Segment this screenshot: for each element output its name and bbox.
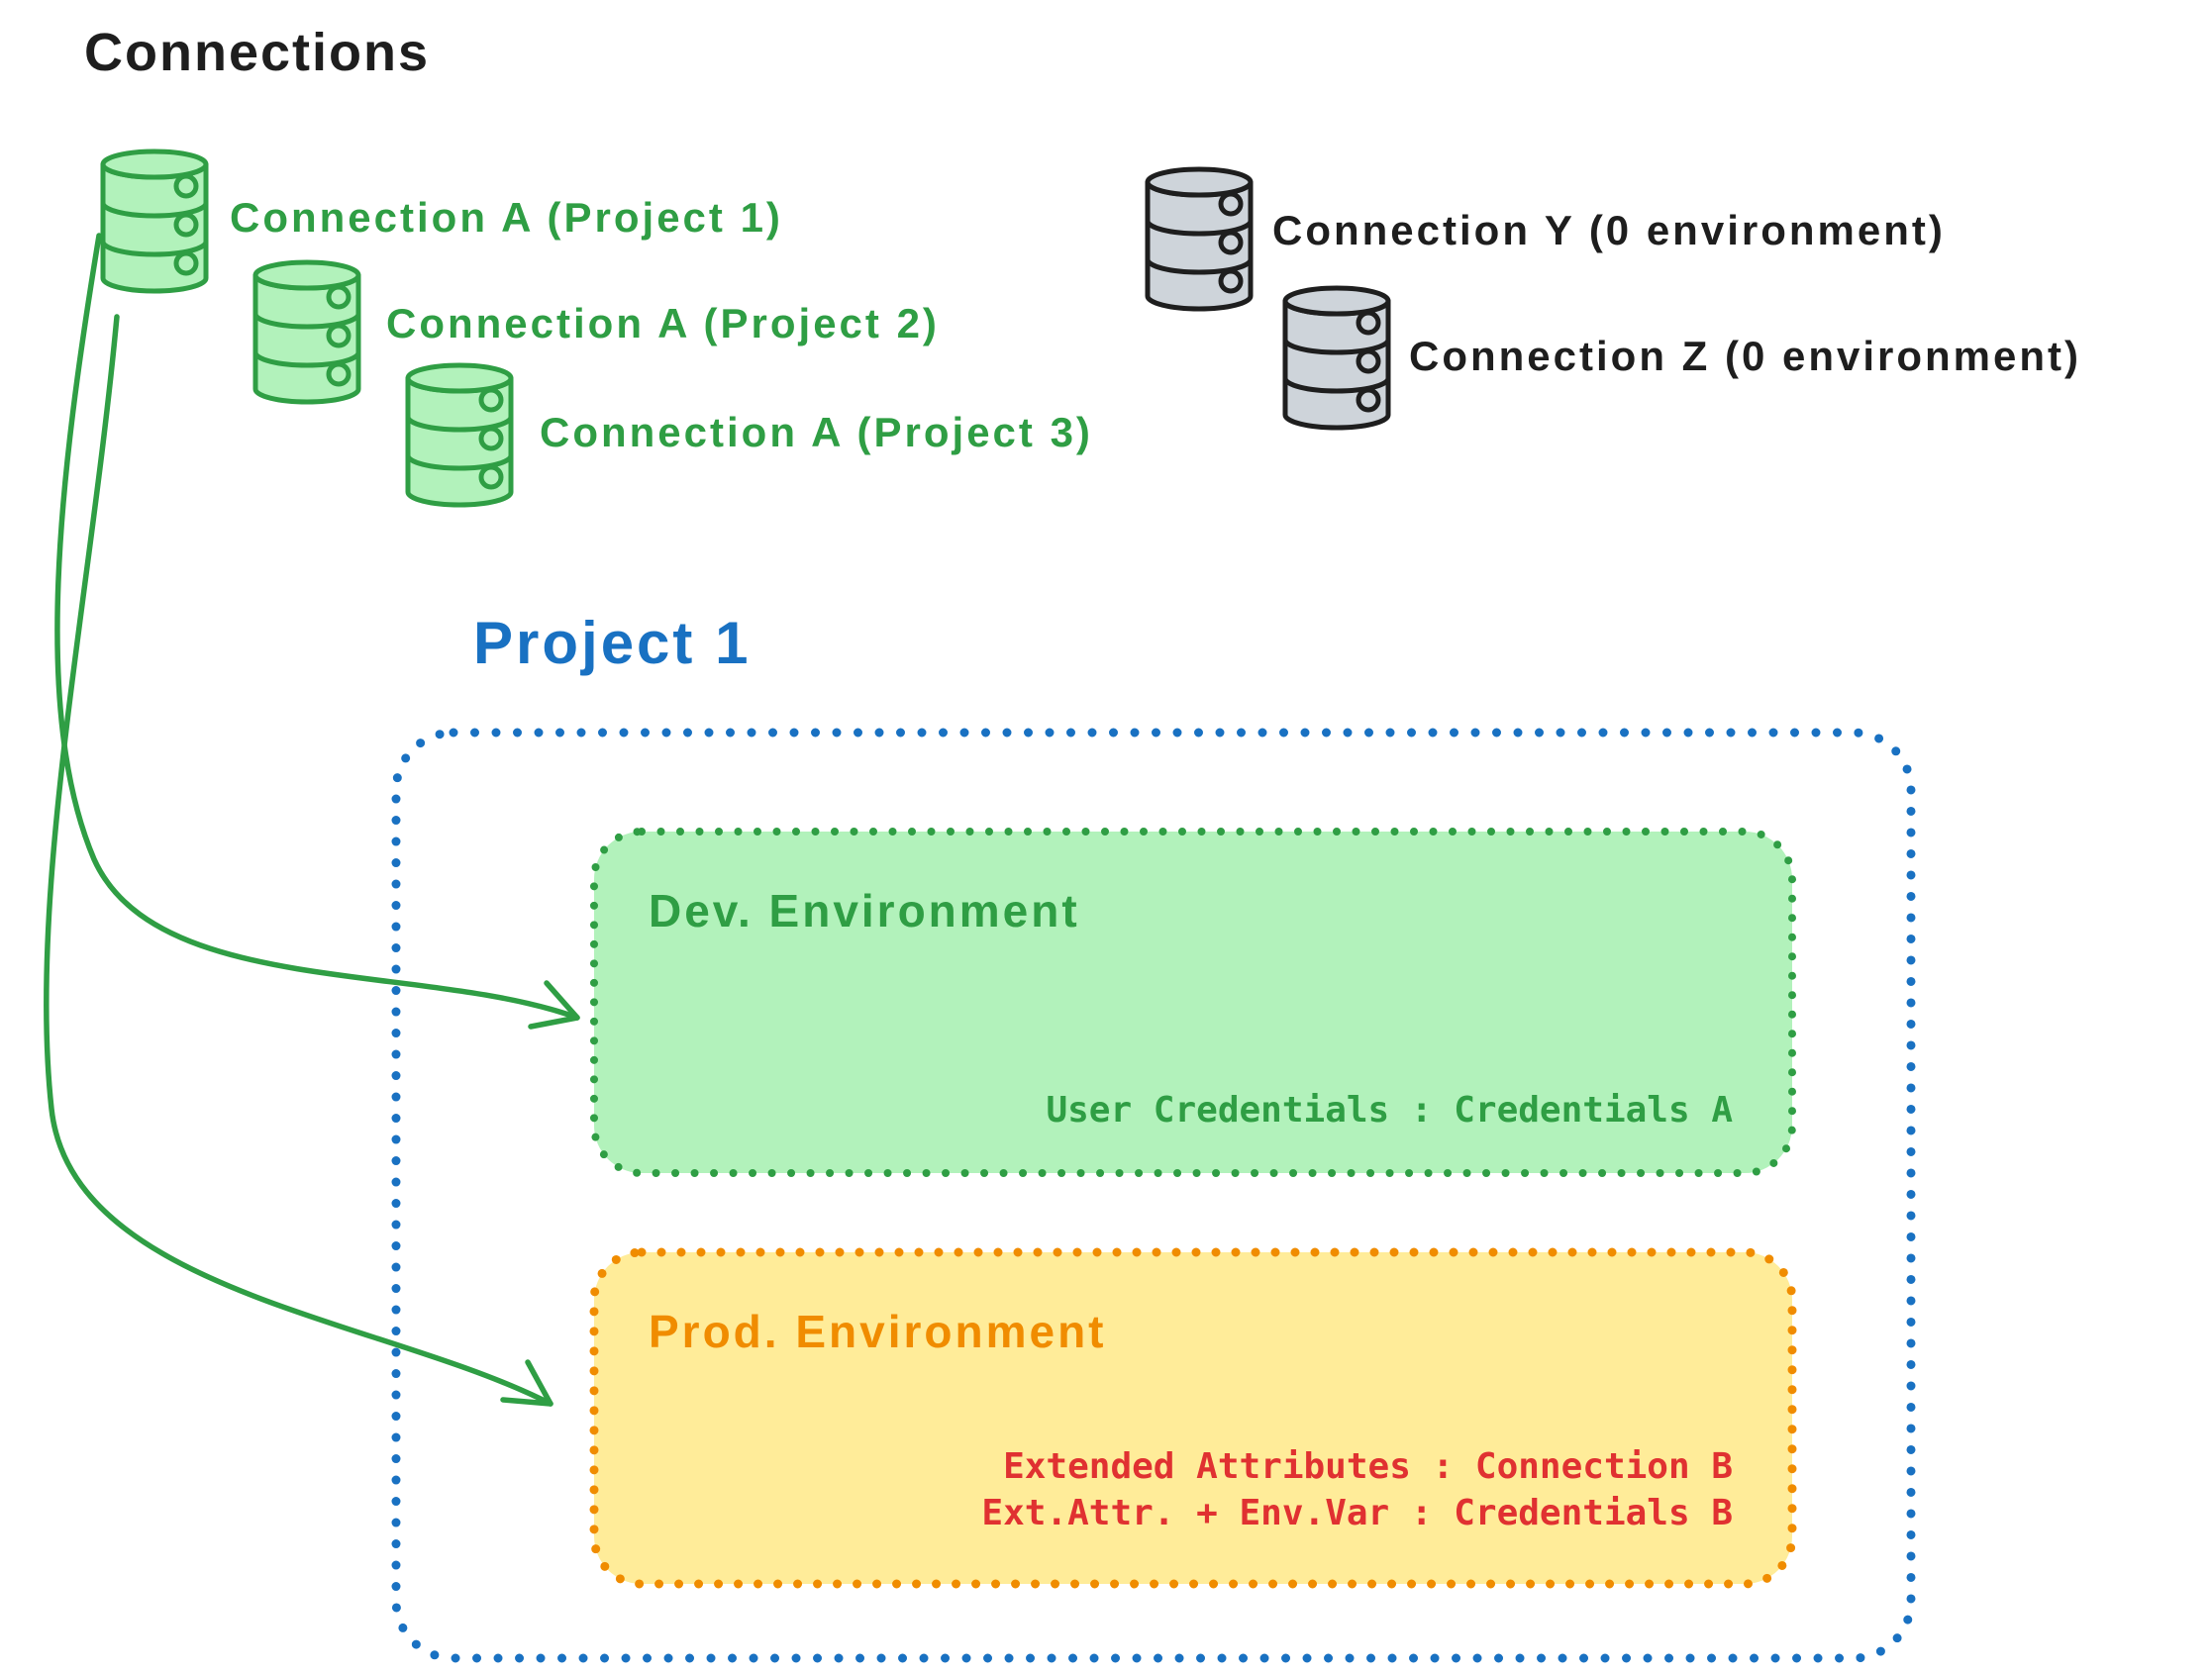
connection-a-project-2-label: Connection A (Project 2) bbox=[386, 300, 940, 346]
database-icon-connection-a-project-2 bbox=[255, 262, 358, 402]
connection-a-project-1-label: Connection A (Project 1) bbox=[230, 194, 783, 241]
prod-mapping-line-2: Ext.Attr. + Env.Var : Credentials B bbox=[981, 1493, 1733, 1534]
diagram-title: Connections bbox=[84, 23, 431, 82]
connection-z-label: Connection Z (0 environment) bbox=[1409, 333, 2082, 379]
arrow-to-prod-environment bbox=[44, 314, 553, 1407]
prod-mapping-line-1: Extended Attributes : Connection B bbox=[1003, 1446, 1733, 1487]
database-icon-connection-a-project-1 bbox=[103, 151, 206, 291]
prod-environment-mappings: Extended Attributes : Connection B Ext.A… bbox=[594, 1443, 1733, 1536]
dev-environment-title: Dev. Environment bbox=[649, 885, 1080, 936]
project-1-box bbox=[391, 728, 1916, 1663]
dev-environment-mapping: User Credentials : Credentials A bbox=[1046, 1090, 1733, 1131]
database-icon-connection-z bbox=[1285, 288, 1388, 428]
database-icon-connection-y bbox=[1148, 169, 1251, 309]
connection-a-project-3-label: Connection A (Project 3) bbox=[540, 409, 1093, 455]
dev-environment-box bbox=[590, 828, 1796, 1177]
arrow-to-dev-environment bbox=[54, 233, 580, 1030]
connection-y-label: Connection Y (0 environment) bbox=[1272, 207, 1946, 253]
database-icon-connection-a-project-3 bbox=[408, 365, 511, 505]
prod-environment-title: Prod. Environment bbox=[649, 1306, 1107, 1357]
prod-environment-box bbox=[589, 1247, 1797, 1589]
project-1-title: Project 1 bbox=[473, 610, 752, 676]
